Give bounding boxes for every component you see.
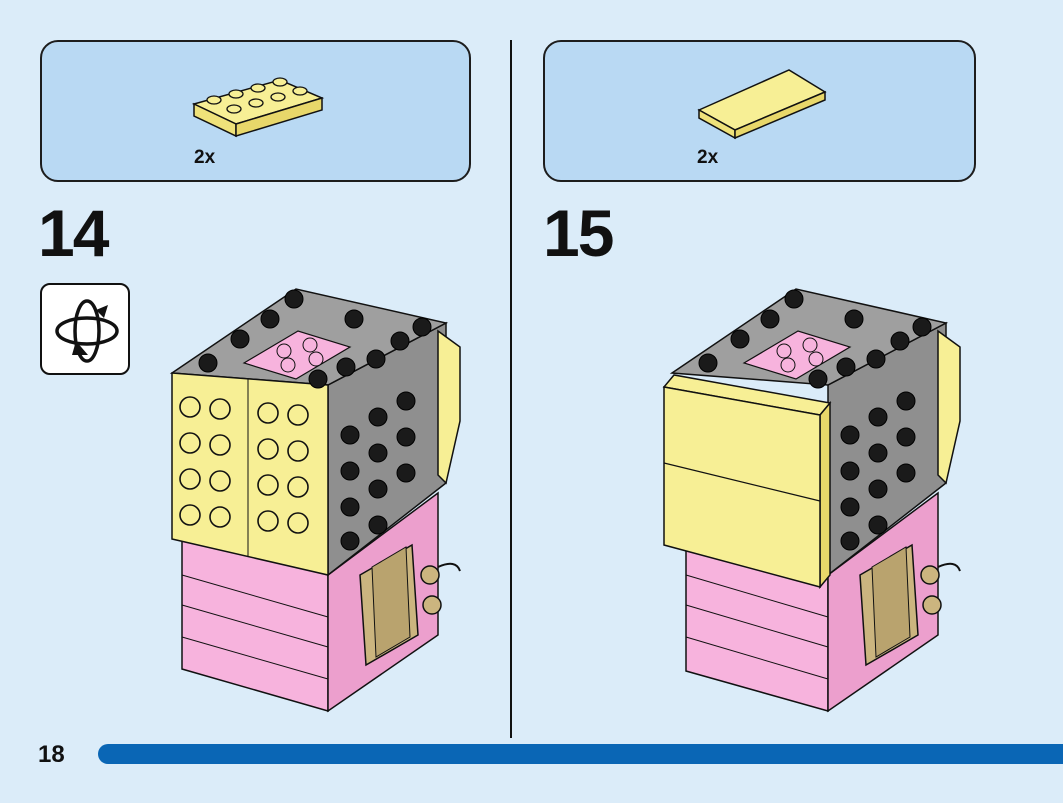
step-number: 15 <box>543 196 614 270</box>
yellow-2x4-tile-icon <box>697 69 827 140</box>
yellow-2x4-plate-icon <box>191 77 325 138</box>
parts-callout-step-15: 2x <box>543 40 976 182</box>
parts-callout-step-14: 2x <box>40 40 471 182</box>
rotate-model-icon <box>40 283 130 375</box>
page-progress-bar <box>98 744 1063 764</box>
part-quantity: 2x <box>697 147 719 168</box>
part-quantity: 2x <box>194 147 216 168</box>
brickheadz-model-step-15 <box>662 288 961 713</box>
brickheadz-model-step-14 <box>169 288 461 713</box>
page-number: 18 <box>38 741 65 768</box>
step-number: 14 <box>38 196 109 270</box>
step-divider <box>510 40 512 738</box>
